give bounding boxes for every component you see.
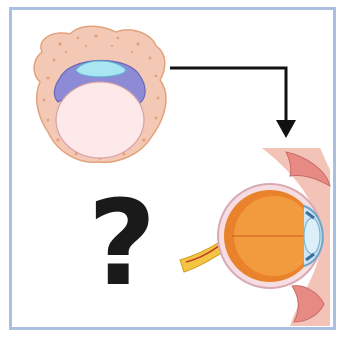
question-mark: ?: [82, 178, 162, 308]
yolk-sac: [56, 82, 144, 158]
lens: [304, 218, 320, 254]
eye-anatomy-icon: [180, 148, 330, 326]
embryo-blastocyst-icon: [34, 26, 166, 162]
elbow-arrow-icon: [170, 68, 296, 138]
